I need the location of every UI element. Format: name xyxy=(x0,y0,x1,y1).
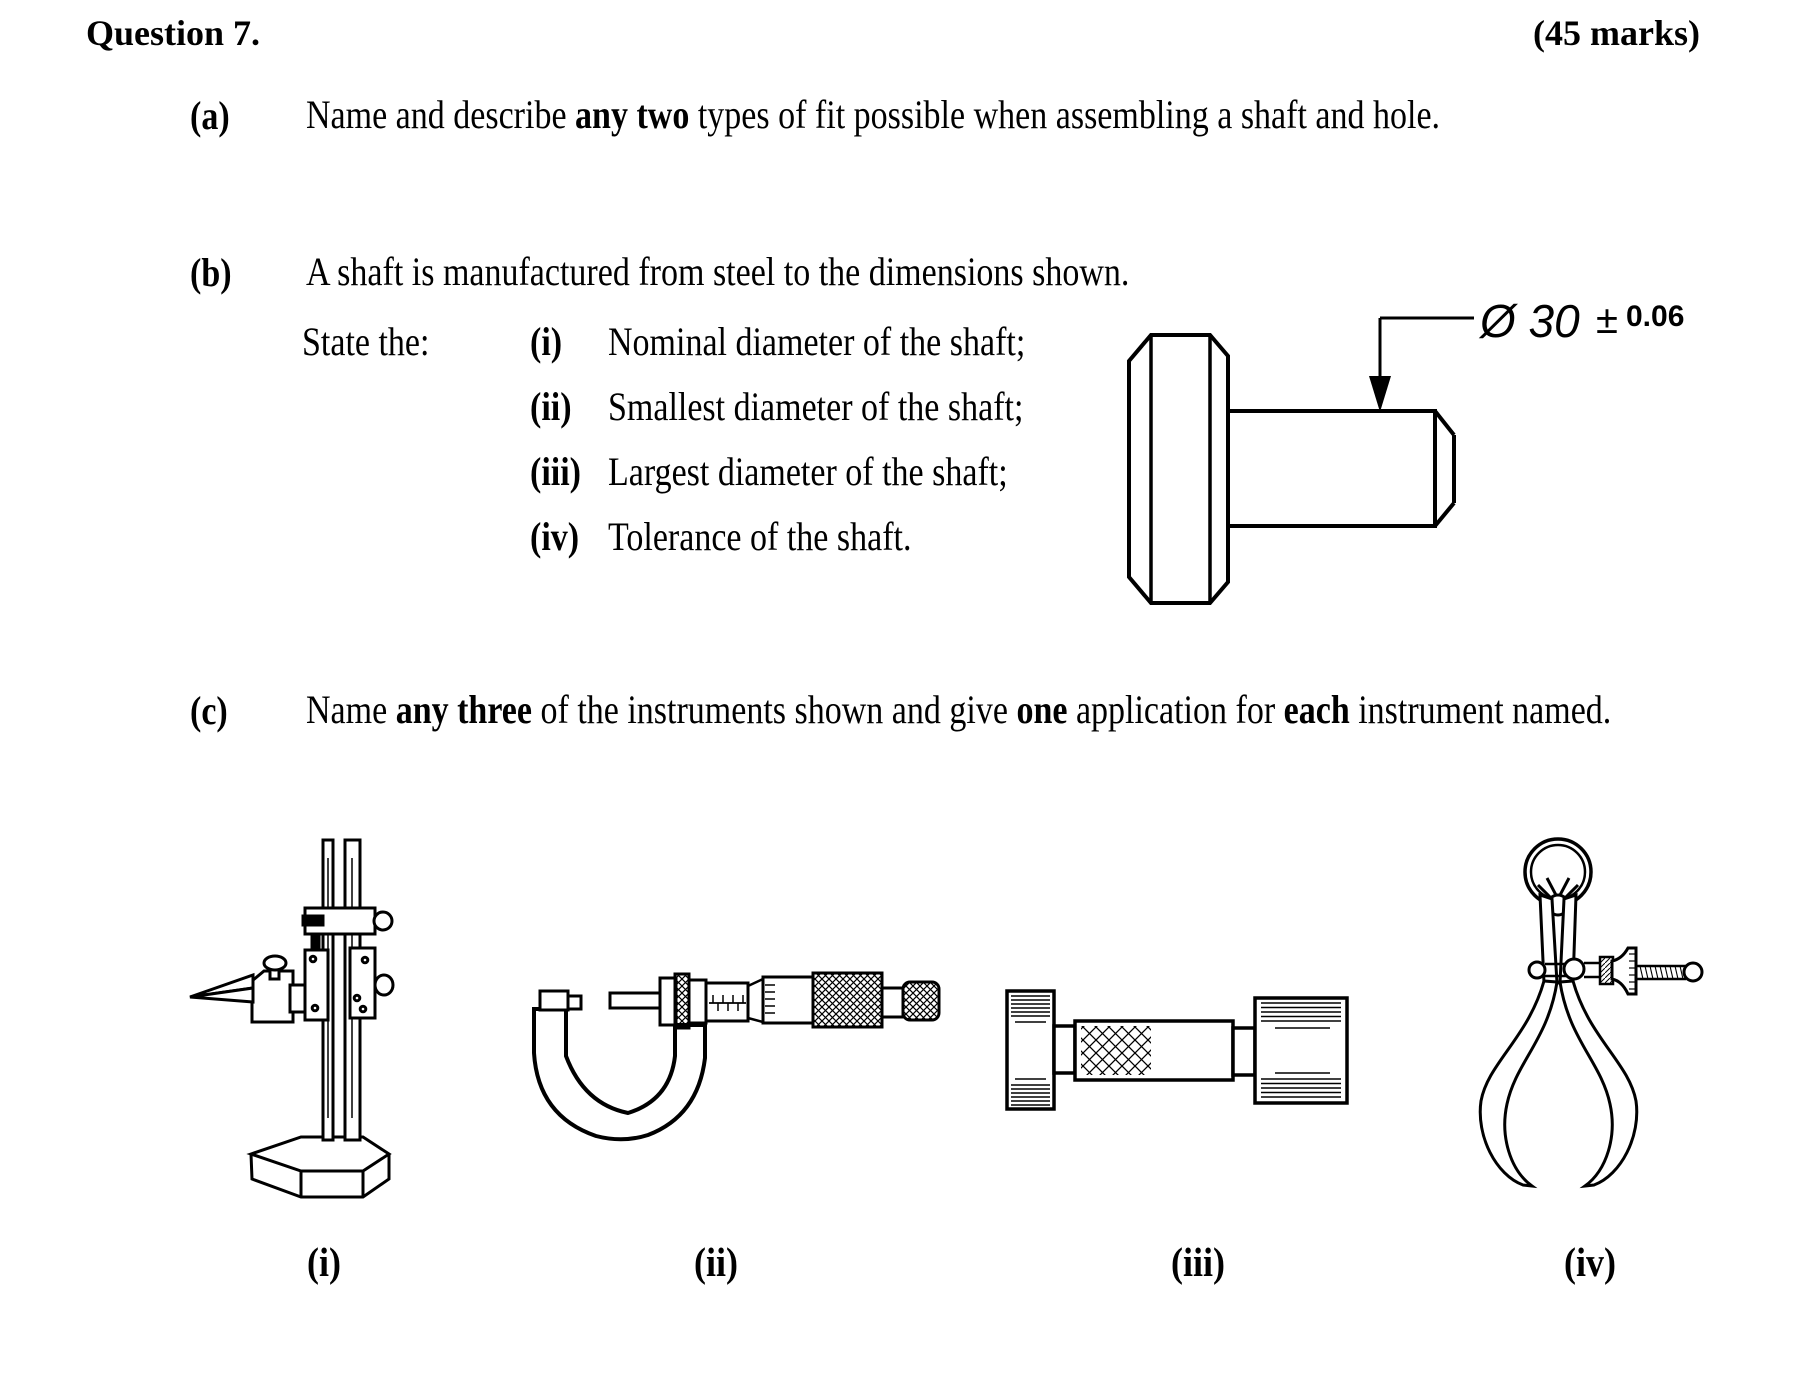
part-a-label: (a) xyxy=(190,95,230,139)
plug-gauge-right-handle xyxy=(1253,996,1349,1105)
list-item: (iv) Tolerance of the shaft. xyxy=(530,517,911,559)
part-c-label: (c) xyxy=(190,690,228,734)
state-the-label: State the: xyxy=(302,320,430,365)
height-gauge-base xyxy=(246,1135,392,1199)
figure-label-ii: (ii) xyxy=(694,1239,738,1286)
figure-label-iii: (iii) xyxy=(1171,1239,1225,1286)
dimension-value: Ø 30 xyxy=(1478,295,1580,347)
micrometer-sleeve xyxy=(704,981,750,1023)
dimension-label: Ø 30 ± 0.06 xyxy=(1478,295,1684,347)
height-gauge-scriber xyxy=(189,972,255,1004)
caliper-left-leg xyxy=(1478,979,1559,1189)
list-item: (iii) Largest diameter of the shaft; xyxy=(530,452,1008,494)
dimension-tolerance: 0.06 xyxy=(1626,300,1684,333)
figure-label-iv: (iv) xyxy=(1564,1239,1616,1286)
shaft-flange xyxy=(1127,333,1230,605)
plug-gauge-body xyxy=(1073,1019,1235,1082)
marks-total: (45 marks) xyxy=(1533,13,1700,53)
caliper-right-leg xyxy=(1558,979,1639,1189)
micrometer-spindle xyxy=(608,991,662,1010)
part-b-label: (b) xyxy=(190,252,232,296)
micrometer-figure xyxy=(532,971,941,1142)
height-gauge-jaw xyxy=(250,954,307,1024)
list-item: (ii) Smallest diameter of the shaft; xyxy=(530,387,1023,429)
plug-gauge-left-handle xyxy=(1005,989,1056,1111)
plug-gauge-right-neck xyxy=(1231,1026,1257,1077)
item-text: Smallest diameter of the shaft; xyxy=(608,385,1024,430)
figure-label-i: (i) xyxy=(307,1239,341,1286)
micrometer-frame xyxy=(532,1007,707,1142)
part-c-text: Name any three of the instruments shown … xyxy=(306,688,1612,733)
item-num: (ii) xyxy=(530,385,572,430)
list-item: (i) Nominal diameter of the shaft; xyxy=(530,322,1025,364)
height-gauge-slider xyxy=(303,946,395,1022)
question-title: Question 7. xyxy=(86,13,261,53)
micrometer-step xyxy=(880,986,905,1019)
height-gauge-upper-clamp xyxy=(301,906,394,952)
shaft-body xyxy=(1226,409,1456,528)
height-gauge-figure xyxy=(189,838,395,1199)
item-text: Nominal diameter of the shaft; xyxy=(608,320,1026,365)
micrometer-ratchet xyxy=(811,971,884,1029)
item-num: (iii) xyxy=(530,450,581,495)
part-b-intro: A shaft is manufactured from steel to th… xyxy=(306,250,1130,295)
item-text: Tolerance of the shaft. xyxy=(608,515,912,560)
micrometer-lock-ring xyxy=(673,972,691,1030)
micrometer-cone xyxy=(747,977,764,988)
item-num: (i) xyxy=(530,320,563,365)
micrometer-anvil xyxy=(538,989,583,1012)
plug-gauge-figure xyxy=(1005,989,1349,1111)
spring-caliper-figure xyxy=(1478,837,1704,1189)
micrometer-collar xyxy=(687,978,708,1025)
dimension-plusminus: ± xyxy=(1596,298,1618,342)
caliper-adjusting-screw xyxy=(1527,946,1704,996)
micrometer-thimble xyxy=(761,975,815,1025)
dimension-leader xyxy=(1369,316,1474,412)
part-a-text: Name and describe any two types of fit p… xyxy=(306,93,1441,138)
dimension-arrow-icon xyxy=(1369,376,1391,412)
shaft-drawing: Ø 30 ± 0.06 xyxy=(1127,295,1684,605)
plug-gauge-left-neck xyxy=(1052,1024,1077,1075)
micrometer-end-knob xyxy=(901,980,941,1022)
item-num: (iv) xyxy=(530,515,580,560)
item-text: Largest diameter of the shaft; xyxy=(608,450,1008,495)
